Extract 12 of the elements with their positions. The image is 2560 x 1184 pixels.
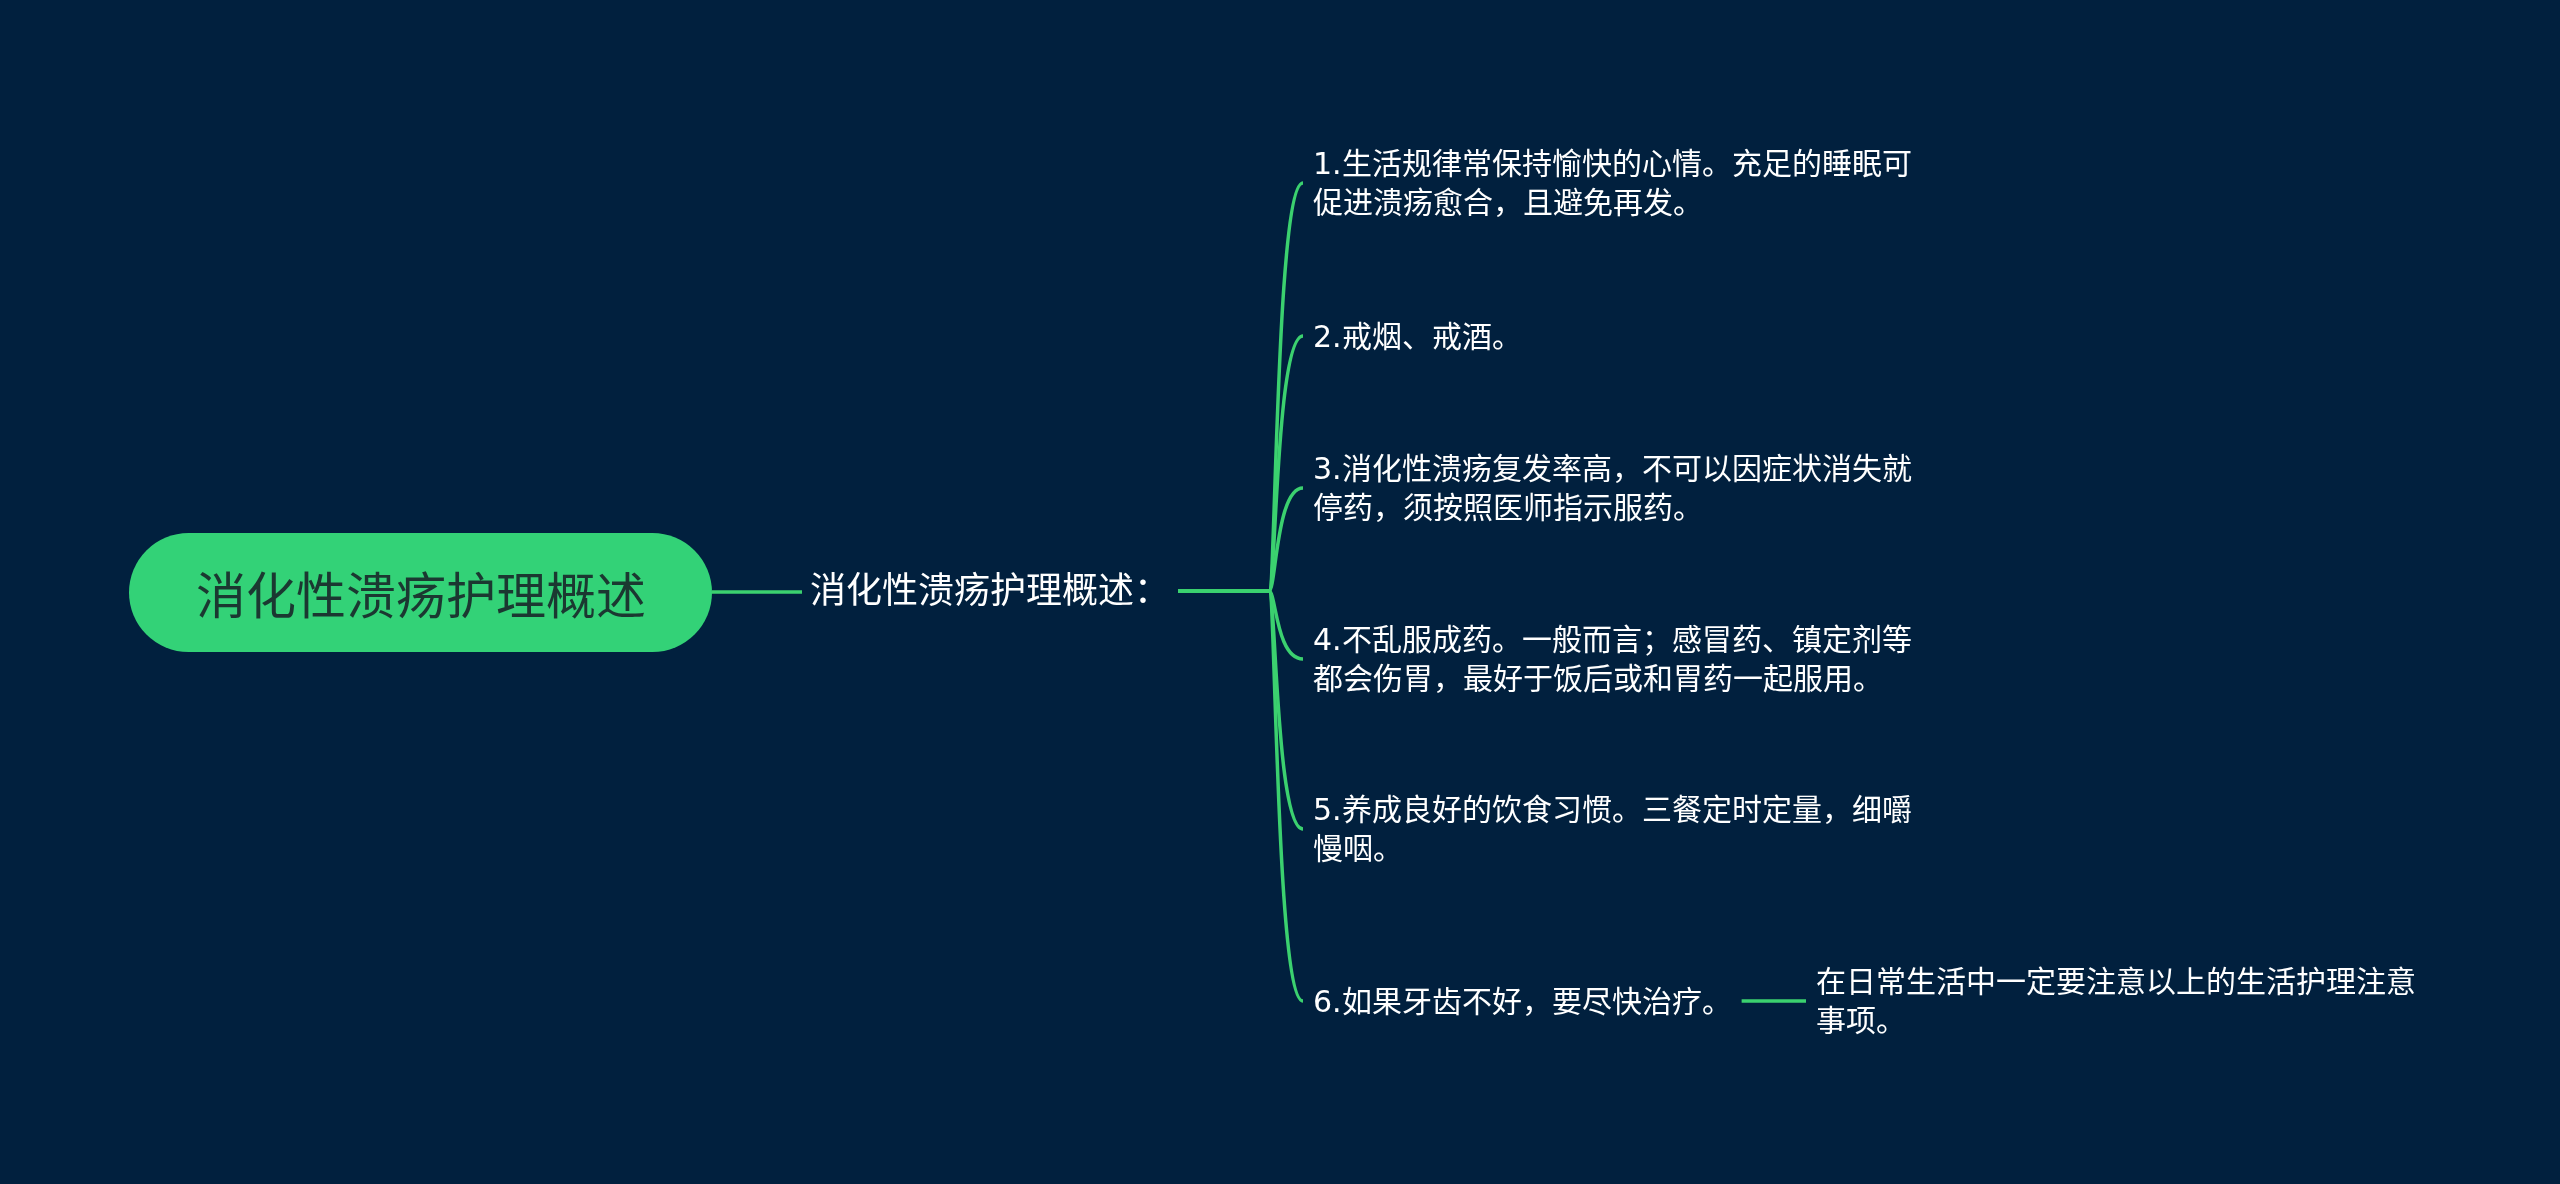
branch-text: 1.生活规律常保持愉快的心情。充足的睡眠可促进溃疡愈合，且避免再发。 xyxy=(1303,142,1935,224)
connector-line xyxy=(712,590,802,594)
branch-text: 5.养成良好的饮食习惯。三餐定时定量，细嚼慢咽。 xyxy=(1303,788,1935,870)
branch-text: 3.消化性溃疡复发率高，不可以因症状消失就停药，须按照医师指示服药。 xyxy=(1303,447,1935,529)
branch-text: 4.不乱服成药。一般而言；感冒药、镇定剂等都会伤胃，最好于饭后或和胃药一起服用。 xyxy=(1303,618,1935,700)
branch-text: 2.戒烟、戒酒。 xyxy=(1303,314,1532,358)
connector-line xyxy=(1741,999,1806,1003)
subtopic-label: 消化性溃疡护理概述： xyxy=(802,569,1178,613)
branch-text: 6.如果牙齿不好，要尽快治疗。 xyxy=(1303,979,1742,1023)
topic-pill: 消化性溃疡护理概述 xyxy=(129,532,712,652)
connector-line xyxy=(1178,589,1305,1003)
note-text: 在日常生活中一定要注意以上的生活护理注意事项。 xyxy=(1806,960,2438,1042)
